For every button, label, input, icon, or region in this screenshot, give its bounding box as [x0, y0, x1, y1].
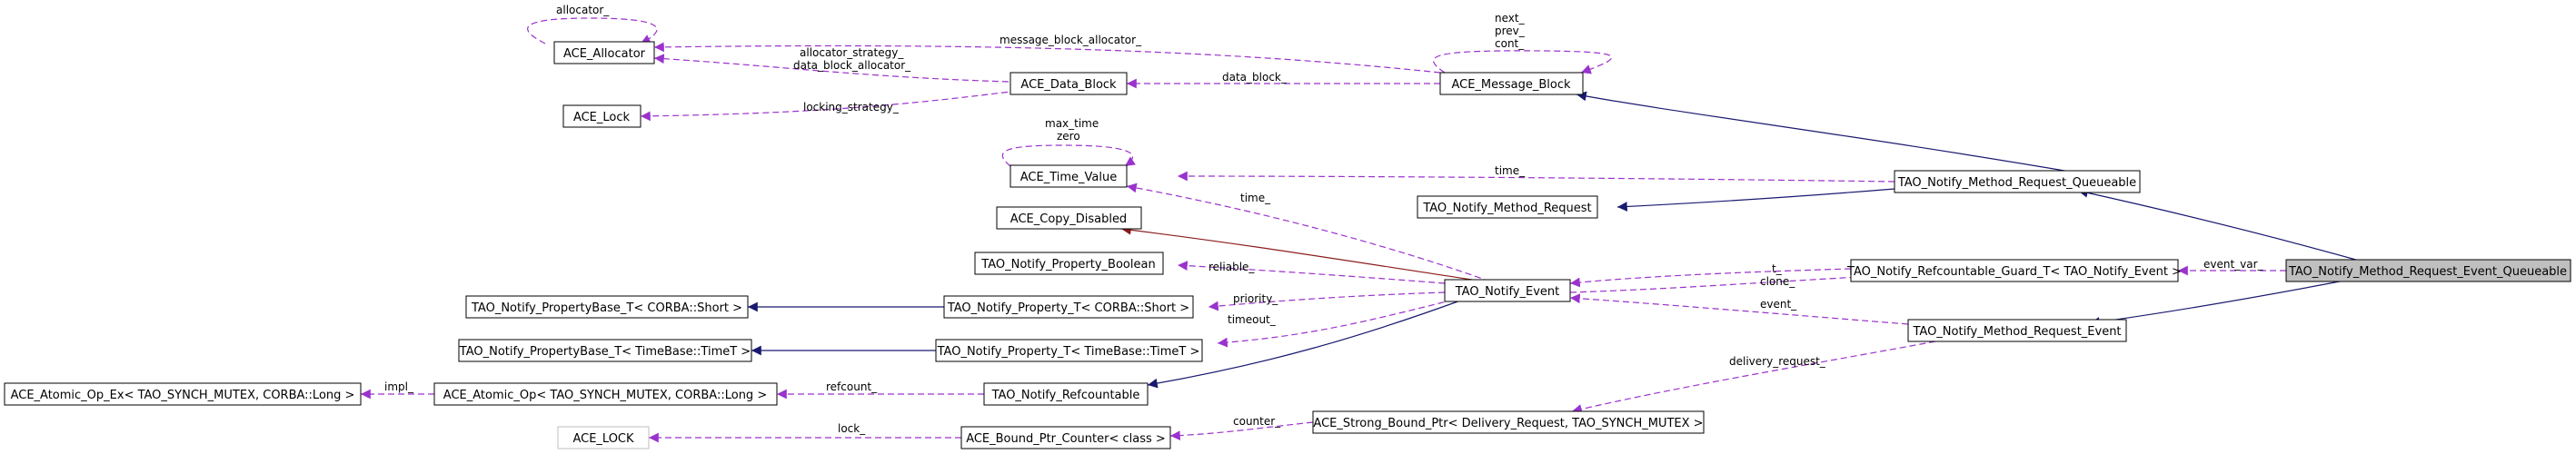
edge-message-block-self	[1433, 50, 1612, 74]
label-delivery-request: delivery_request_	[1729, 355, 1826, 368]
svg-text:TAO_Notify_Refcountable: TAO_Notify_Refcountable	[991, 389, 1140, 402]
label-zero: zero	[1057, 130, 1080, 143]
edge-delivery-request	[1571, 341, 1936, 414]
edge-reliable	[1177, 261, 1446, 284]
edge-t	[1569, 268, 1852, 288]
label-clone: clone_	[1760, 275, 1795, 288]
label-impl: impl_	[384, 380, 414, 393]
edge-counter	[1169, 421, 1314, 440]
edge-time-queueable	[1177, 171, 1895, 183]
edge-allocator-self	[527, 17, 658, 44]
svg-text:TAO_Notify_Property_Boolean: TAO_Notify_Property_Boolean	[980, 258, 1155, 271]
edge-labels: allocator_ message_block_allocator_ allo…	[384, 4, 2264, 435]
label-cont: cont_	[1495, 37, 1525, 50]
node-tao-notify-refcountable[interactable]: TAO_Notify_Refcountable	[983, 382, 1149, 406]
label-allocator: allocator_	[556, 4, 610, 16]
svg-text:ACE_Atomic_Op_Ex< TAO_SYNCH_MU: ACE_Atomic_Op_Ex< TAO_SYNCH_MUTEX, CORBA…	[11, 389, 355, 402]
node-ace-time-value[interactable]: ACE_Time_Value	[1010, 164, 1128, 188]
svg-text:TAO_Notify_Method_Request_Queu: TAO_Notify_Method_Request_Queueable	[1897, 176, 2136, 190]
label-time-event: time_	[1240, 192, 1271, 204]
edge-inherit-copy-disabled	[1120, 224, 1473, 281]
svg-text:TAO_Notify_PropertyBase_T< Tim: TAO_Notify_PropertyBase_T< TimeBase::Tim…	[459, 345, 751, 359]
svg-text:ACE_Copy_Disabled: ACE_Copy_Disabled	[1010, 212, 1127, 226]
node-tao-notify-method-request-event[interactable]: TAO_Notify_Method_Request_Event	[1907, 319, 2127, 342]
svg-text:ACE_Time_Value: ACE_Time_Value	[1020, 171, 1117, 184]
node-ace-atomic-op[interactable]: ACE_Atomic_Op< TAO_SYNCH_MUTEX, CORBA::L…	[433, 382, 778, 406]
node-tao-notify-propertybase-short[interactable]: TAO_Notify_PropertyBase_T< CORBA::Short …	[465, 295, 749, 319]
label-counter: counter_	[1233, 415, 1281, 428]
svg-text:ACE_Lock: ACE_Lock	[573, 111, 631, 124]
edge-time-event	[1126, 183, 1491, 282]
label-data-block: data_block_	[1222, 71, 1288, 84]
edge-inherit-method-request	[1616, 188, 1895, 212]
node-ace-allocator[interactable]: ACE_Allocator	[553, 41, 655, 64]
label-t: t_	[1772, 262, 1783, 275]
label-lock: lock_	[838, 422, 866, 435]
label-event-var: event_var_	[2203, 258, 2264, 271]
node-tao-notify-propertybase-timet[interactable]: TAO_Notify_PropertyBase_T< TimeBase::Tim…	[458, 339, 752, 362]
edge-priority	[1208, 291, 1446, 311]
edge-event	[1569, 293, 1909, 325]
svg-text:ACE_LOCK: ACE_LOCK	[572, 432, 634, 446]
node-ace-copy-disabled[interactable]: ACE_Copy_Disabled	[996, 206, 1142, 230]
node-tao-notify-refcountable-guard[interactable]: TAO_Notify_Refcountable_Guard_T< TAO_Not…	[1846, 259, 2182, 282]
edge-time-value-self	[1001, 144, 1136, 167]
edge-allocator-strategy	[653, 54, 1010, 83]
svg-text:ACE_Allocator: ACE_Allocator	[563, 47, 646, 61]
label-max-time: max_time	[1045, 117, 1099, 130]
svg-text:ACE_Message_Block: ACE_Message_Block	[1451, 78, 1571, 92]
nodes: ACE_Allocator ACE_Lock ACE_Data_Block AC…	[4, 41, 2571, 449]
node-tao-notify-property-timet[interactable]: TAO_Notify_Property_T< TimeBase::TimeT >	[935, 339, 1203, 362]
edge-inherit-method-request-event	[2089, 280, 2345, 327]
node-tao-notify-property-short[interactable]: TAO_Notify_Property_T< CORBA::Short >	[943, 295, 1194, 319]
node-ace-atomic-op-ex[interactable]: ACE_Atomic_Op_Ex< TAO_SYNCH_MUTEX, CORBA…	[4, 382, 362, 406]
edges	[361, 17, 2363, 443]
edge-inherit-message-block	[1576, 91, 2082, 174]
label-data-block-allocator: data_block_allocator_	[793, 59, 911, 72]
node-ace-lock[interactable]: ACE_Lock	[562, 104, 642, 128]
edge-inherit-queueable	[2077, 188, 2363, 262]
node-tao-notify-method-request-event-queueable[interactable]: TAO_Notify_Method_Request_Event_Queueabl…	[2285, 259, 2571, 282]
label-event: event_	[1760, 298, 1797, 311]
node-ace-strong-bound-ptr[interactable]: ACE_Strong_Bound_Ptr< Delivery_Request, …	[1312, 410, 1705, 434]
label-next: next_	[1495, 12, 1526, 25]
edge-locking-strategy	[640, 90, 1019, 122]
label-time-queueable: time_	[1495, 164, 1526, 177]
label-locking-strategy: locking_strategy_	[803, 101, 900, 114]
svg-text:TAO_Notify_Event: TAO_Notify_Event	[1455, 285, 1560, 299]
node-ace-lock-undocumented[interactable]: ACE_LOCK	[557, 426, 650, 449]
label-priority: priority_	[1233, 292, 1278, 305]
svg-text:TAO_Notify_Property_T< TimeBas: TAO_Notify_Property_T< TimeBase::TimeT >	[937, 345, 1200, 359]
svg-text:ACE_Atomic_Op< TAO_SYNCH_MUTEX: ACE_Atomic_Op< TAO_SYNCH_MUTEX, CORBA::L…	[443, 389, 767, 402]
svg-text:TAO_Notify_Method_Request_Even: TAO_Notify_Method_Request_Event	[1912, 325, 2121, 339]
label-reliable: reliable_	[1208, 261, 1255, 273]
svg-text:ACE_Bound_Ptr_Counter< class >: ACE_Bound_Ptr_Counter< class >	[966, 432, 1166, 446]
edge-clone	[1569, 270, 1909, 293]
label-prev: prev_	[1495, 25, 1526, 37]
node-tao-notify-method-request-queueable[interactable]: TAO_Notify_Method_Request_Queueable	[1894, 170, 2141, 193]
svg-text:TAO_Notify_Property_T< CORBA::: TAO_Notify_Property_T< CORBA::Short >	[947, 301, 1189, 315]
node-ace-message-block[interactable]: ACE_Message_Block	[1439, 72, 1584, 95]
svg-text:ACE_Data_Block: ACE_Data_Block	[1020, 78, 1117, 92]
label-refcount: refcount_	[826, 380, 878, 393]
edge-inherit-refcountable	[1147, 299, 1464, 389]
node-tao-notify-event[interactable]: TAO_Notify_Event	[1444, 279, 1571, 302]
svg-text:ACE_Strong_Bound_Ptr< Delivery: ACE_Strong_Bound_Ptr< Delivery_Request, …	[1313, 417, 1703, 430]
label-timeout: timeout_	[1228, 313, 1277, 326]
node-tao-notify-method-request[interactable]: TAO_Notify_Method_Request	[1417, 195, 1598, 219]
svg-text:TAO_Notify_Method_Request_Even: TAO_Notify_Method_Request_Event_Queueabl…	[2288, 265, 2567, 279]
svg-text:TAO_Notify_Refcountable_Guard_: TAO_Notify_Refcountable_Guard_T< TAO_Not…	[1846, 265, 2182, 279]
label-message-block-allocator: message_block_allocator_	[1000, 34, 1142, 46]
node-ace-bound-ptr-counter[interactable]: ACE_Bound_Ptr_Counter< class >	[960, 426, 1171, 449]
edge-message-block-allocator	[653, 42, 1441, 74]
svg-text:TAO_Notify_PropertyBase_T< COR: TAO_Notify_PropertyBase_T< CORBA::Short …	[471, 301, 742, 315]
label-allocator-strategy: allocator_strategy_	[800, 46, 904, 59]
svg-text:TAO_Notify_Method_Request: TAO_Notify_Method_Request	[1422, 202, 1591, 215]
edge-timeout	[1217, 299, 1455, 348]
node-tao-notify-property-boolean[interactable]: TAO_Notify_Property_Boolean	[974, 252, 1164, 275]
node-ace-data-block[interactable]: ACE_Data_Block	[1010, 72, 1128, 95]
